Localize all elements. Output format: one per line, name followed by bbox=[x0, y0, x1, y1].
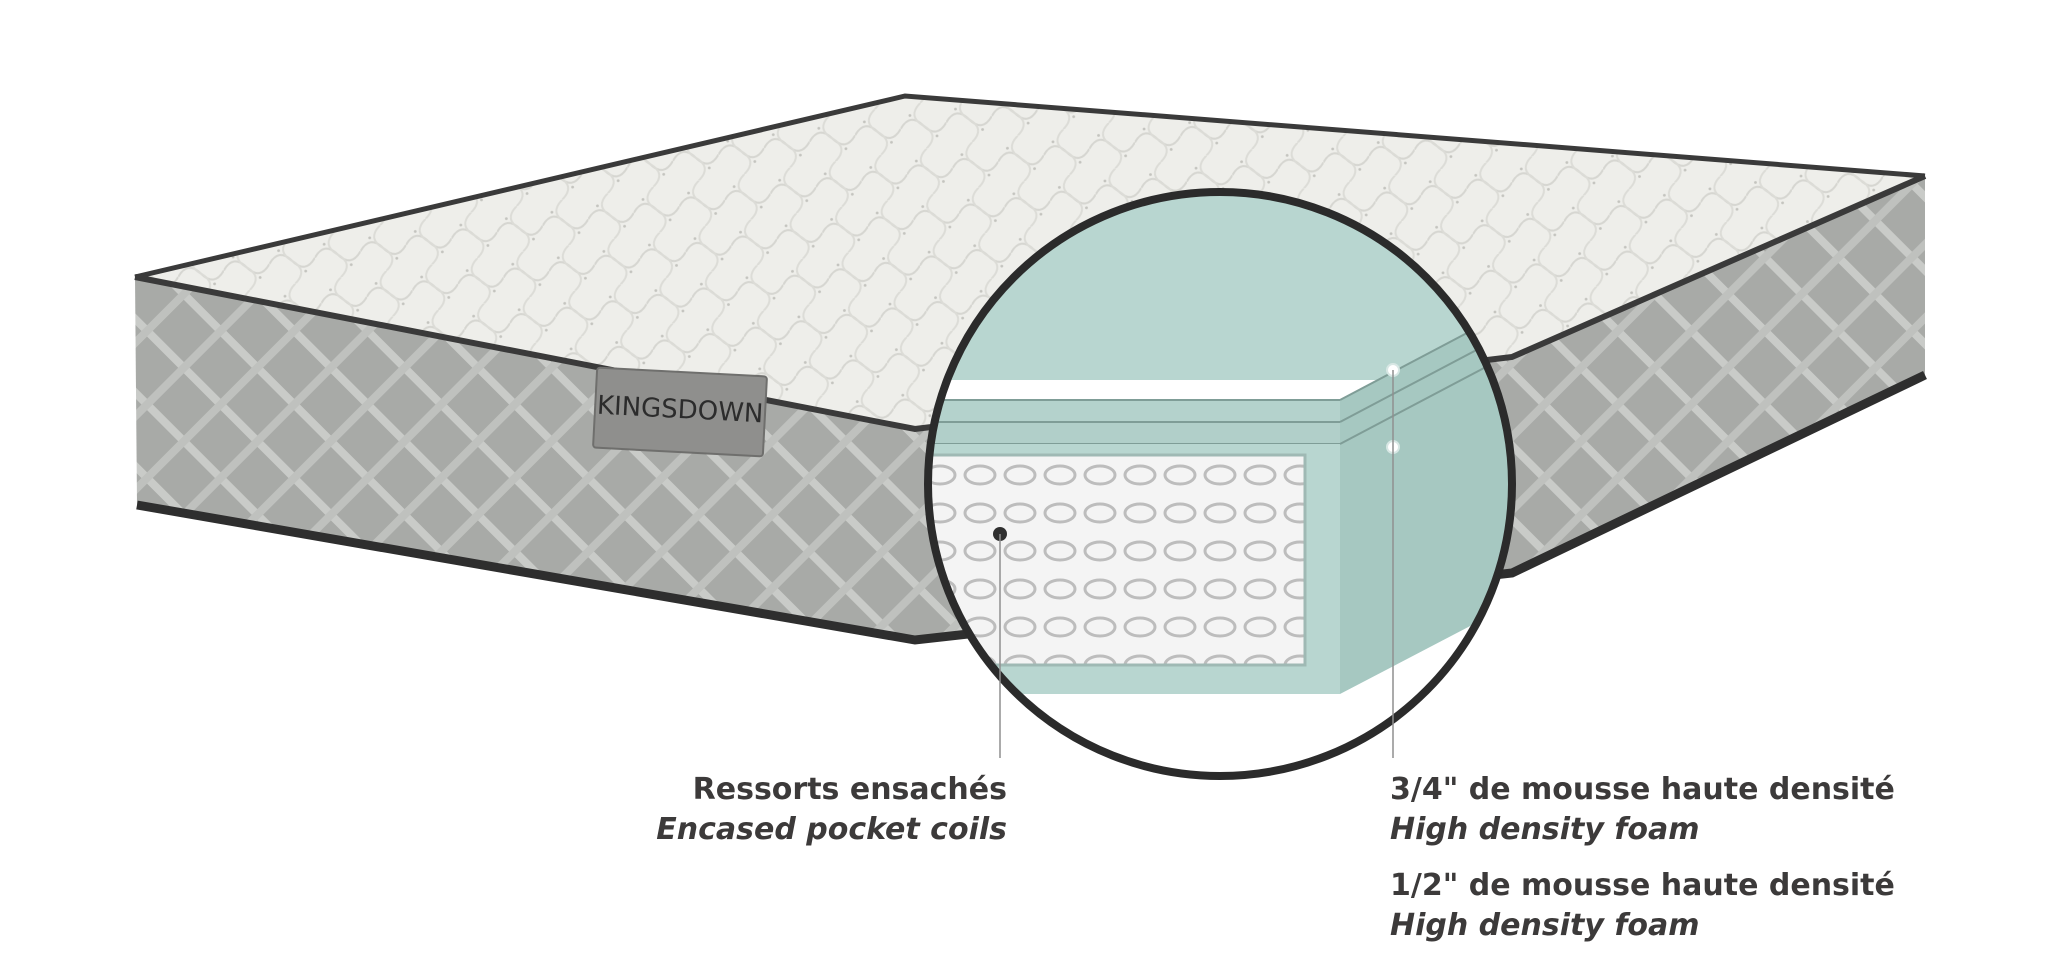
callout-foam-top-en: High density foam bbox=[1390, 812, 1700, 847]
foam-side-face bbox=[1340, 305, 1512, 694]
foam-layer-middle bbox=[928, 422, 1340, 444]
mattress-side-front bbox=[135, 277, 915, 640]
brand-tag: KINGSDOWN bbox=[592, 366, 768, 458]
callout-coils-en: Encased pocket coils bbox=[656, 812, 1007, 847]
callout-foam-bottom-fr: 1/2" de mousse haute densité bbox=[1390, 868, 1895, 903]
callout-coils-fr: Ressorts ensachés bbox=[692, 772, 1007, 807]
callout-foam-top: 3/4" de mousse haute densité High densit… bbox=[1390, 770, 1895, 850]
callout-foam-bottom: 1/2" de mousse haute densité High densit… bbox=[1390, 866, 1895, 946]
foam-layer-top bbox=[928, 400, 1340, 422]
callout-foam-top-fr: 3/4" de mousse haute densité bbox=[1390, 772, 1895, 807]
pocket-coils bbox=[928, 453, 1307, 667]
callout-foam-bottom-en: High density foam bbox=[1390, 908, 1700, 943]
callout-coils: Ressorts ensachés Encased pocket coils bbox=[656, 770, 1007, 850]
